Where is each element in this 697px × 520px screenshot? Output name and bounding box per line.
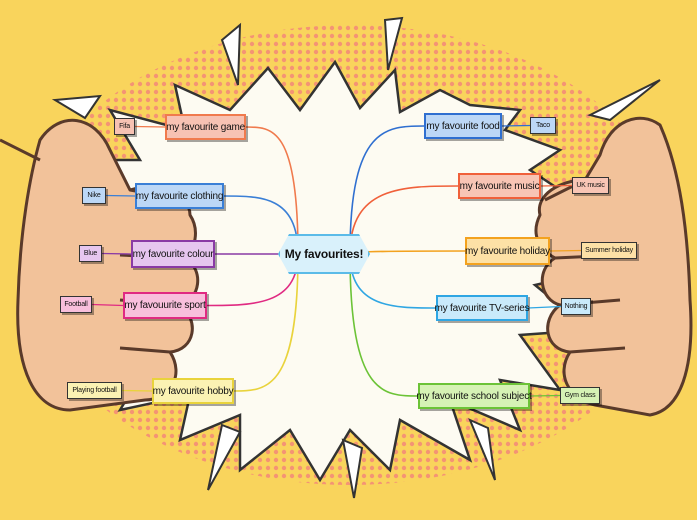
leaf-node-1[interactable]: Fifa xyxy=(114,118,135,135)
spike-shape xyxy=(207,423,242,491)
leaf-connector xyxy=(527,305,562,309)
leaf-node-3[interactable]: Blue xyxy=(79,245,102,262)
leaf-connector xyxy=(501,124,531,127)
leaf-connector xyxy=(105,194,136,197)
spike-shape xyxy=(51,94,103,120)
leaf-connector xyxy=(121,389,153,392)
leaf-node-10[interactable]: Gym class xyxy=(560,387,600,404)
leaf-connector xyxy=(540,184,573,187)
leaf-node-8[interactable]: Summer holiday xyxy=(581,242,637,259)
leaf-connector xyxy=(529,394,561,397)
branch-connector xyxy=(349,125,425,255)
spike-shape xyxy=(383,16,404,71)
leaf-node-9[interactable]: Nothing xyxy=(561,298,591,315)
central-topic[interactable]: My favourites! xyxy=(278,234,370,274)
leaf-connector xyxy=(549,249,582,252)
spike-shape xyxy=(341,438,364,499)
branch-connector xyxy=(349,185,459,255)
branch-node-7[interactable]: my favourite music xyxy=(458,173,541,199)
branch-connector xyxy=(349,253,419,397)
branch-node-3[interactable]: my favourite colour xyxy=(131,240,215,268)
branch-node-2[interactable]: my favourite clothing xyxy=(135,183,224,209)
leaf-node-5[interactable]: Playing football xyxy=(67,382,122,399)
leaf-node-2[interactable]: Nike xyxy=(82,187,106,204)
branch-node-10[interactable]: my favourite school subject xyxy=(416,383,532,409)
leaf-connector xyxy=(91,303,124,307)
leaf-connector xyxy=(101,252,132,255)
branch-connector xyxy=(233,253,299,392)
spike-shape xyxy=(468,418,496,481)
branch-node-4[interactable]: my favouurite sport xyxy=(123,292,207,319)
leaf-node-6[interactable]: Taco xyxy=(530,117,556,134)
branch-node-8[interactable]: my favourite holiday xyxy=(465,237,550,265)
branch-node-5[interactable]: my favourite hobby xyxy=(152,378,234,404)
branch-connector xyxy=(245,126,299,255)
branch-node-6[interactable]: my favourite food xyxy=(424,113,502,139)
spike-shape xyxy=(587,79,661,122)
leaf-node-4[interactable]: Football xyxy=(60,296,92,313)
branch-node-9[interactable]: my favourite TV-series xyxy=(435,295,530,321)
leaf-node-7[interactable]: UK music xyxy=(572,177,609,194)
spike-shape xyxy=(220,22,242,86)
leaf-connector xyxy=(134,125,166,128)
branch-node-1[interactable]: my favourite game xyxy=(165,114,246,140)
